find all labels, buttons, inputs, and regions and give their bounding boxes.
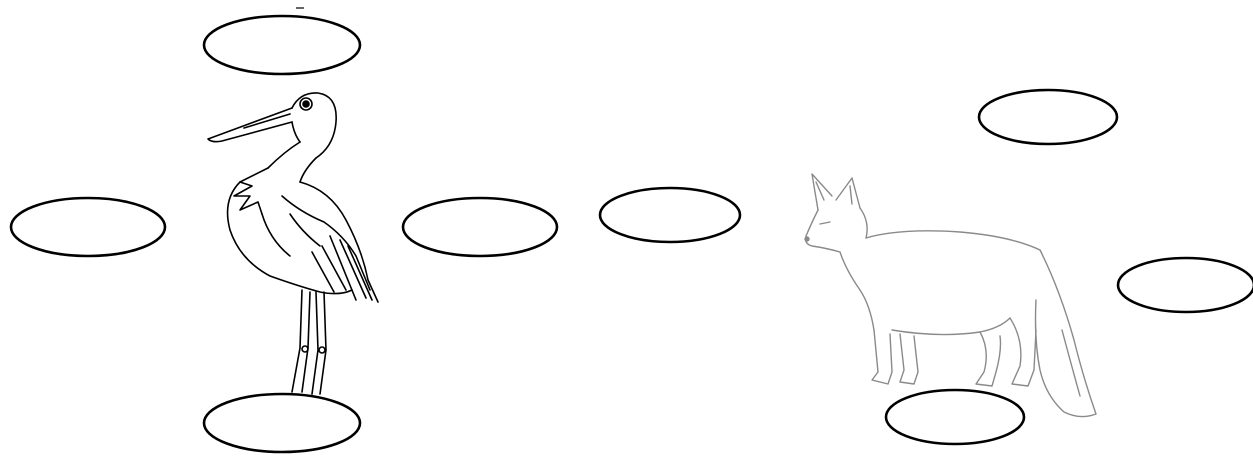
stork-drawing [208,93,378,394]
stork-answer-oval-bottom[interactable] [204,394,360,452]
fox-answer-oval-bottom[interactable] [886,390,1024,444]
fox-drawing [805,174,1096,417]
middle-answer-oval[interactable] [600,188,740,242]
stork-answer-oval-left[interactable] [11,198,165,256]
stork-answer-oval-top[interactable] [204,16,360,74]
fox-answer-oval-top[interactable] [979,90,1117,144]
fox-answer-oval-right[interactable] [1118,258,1253,312]
stork-answer-oval-right[interactable] [403,198,557,256]
